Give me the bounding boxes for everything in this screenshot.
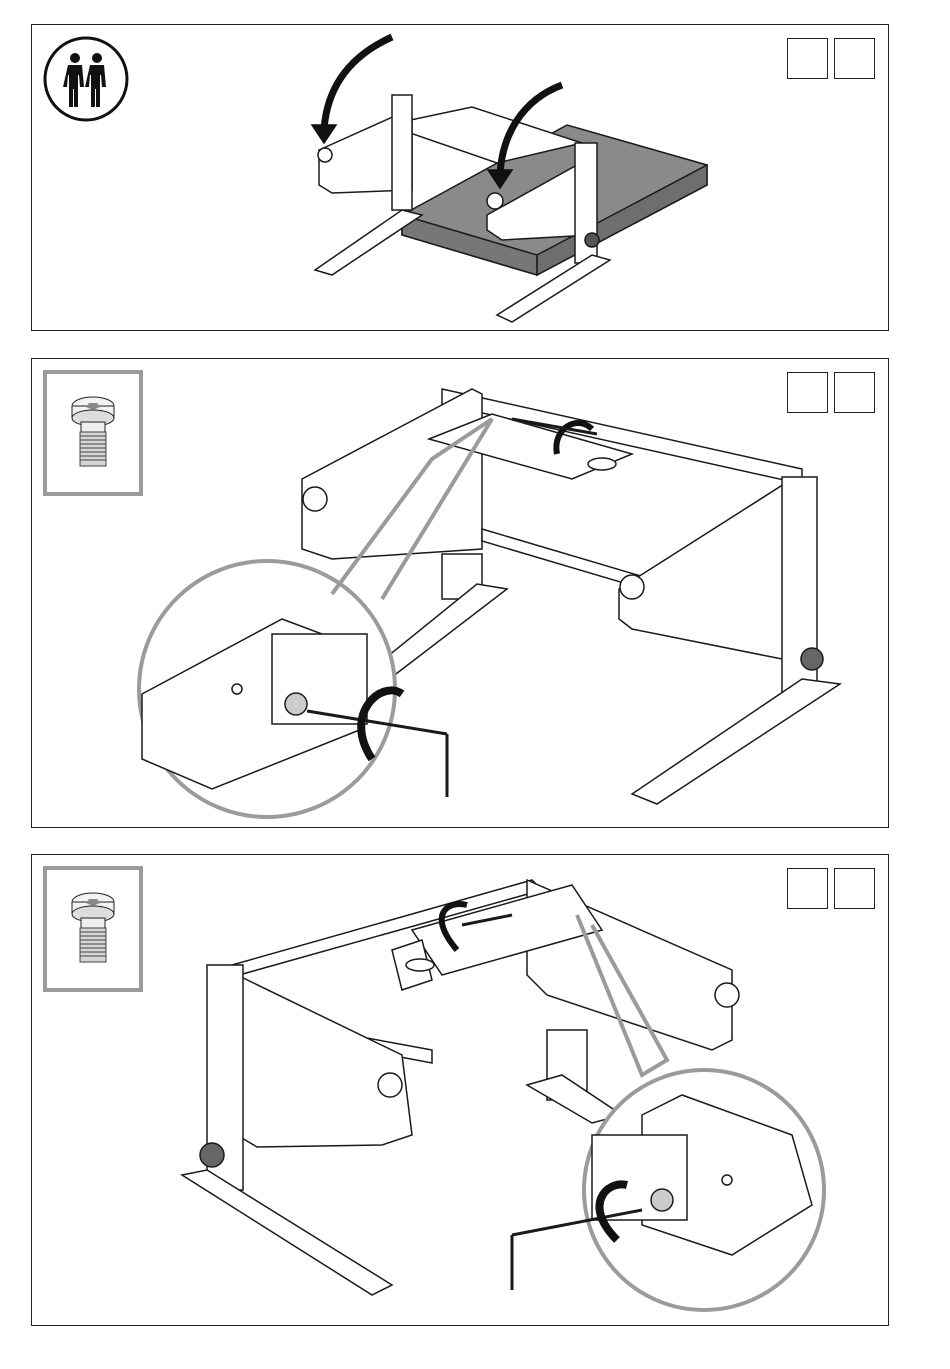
step-1-panel [31,24,889,331]
step-3-panel [31,854,889,1326]
step-3-illustration [32,855,890,1327]
step-2-panel [31,358,889,828]
step-2-illustration [32,359,890,829]
step-1-illustration [32,25,890,332]
